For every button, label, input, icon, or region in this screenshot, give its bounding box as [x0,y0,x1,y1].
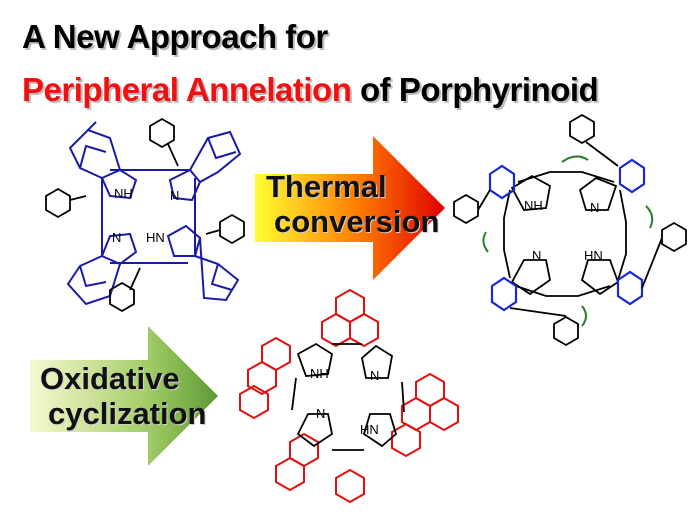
annelated-n-label-lower: N [316,406,325,421]
fused-benzo-rings [488,158,646,312]
title-line-1: A New Approach for [22,20,328,53]
annelated-hn-label: HN [360,422,379,437]
benzo-n-label-upper: N [590,200,599,215]
precursor-n-label-lower: N [112,230,121,245]
thermal-line-2: conversion [274,203,440,239]
benzo-hn-label: HN [584,248,603,263]
annelated-n-label-upper: N [370,368,379,383]
benzoporphyrin-core [503,171,627,297]
precursor-phenyl-groups [45,117,245,313]
annelated-porphyrin-structure: NH N N HN [239,288,459,504]
benzo-n-label-lower: N [532,248,541,263]
title-text: A New Approach for [22,18,328,55]
annelated-porphyrin-core [291,342,405,451]
precursor-nh-label: NH [114,186,133,201]
precursor-n-label-upper: N [170,188,179,203]
precursor-core [66,121,242,306]
title-highlight: Peripheral Annelation [22,71,352,108]
precursor-porphyrin-structure: NH N N HN [45,117,245,313]
thermal-conversion-label: Thermal conversion [266,169,440,239]
benzoporphyrin-phenyl-groups [453,113,687,347]
oxidative-cyclization-label: Oxidative cyclization [40,361,207,431]
benzo-nh-label: NH [524,198,543,213]
thermal-line-1: Thermal [266,169,387,204]
thermal-arrow [255,136,445,280]
title-rest: of Porphyrinoid [351,71,599,108]
oxidative-line-2: cyclization [48,395,207,431]
annelated-aromatic-framework [239,288,459,504]
title-line-2: Peripheral Annelation of Porphyrinoid [22,71,599,108]
phenyl-benzoporphyrin-structure: NH N N HN [453,113,687,347]
oxidative-line-1: Oxidative [40,361,180,396]
oxidative-arrow [30,326,218,466]
rotation-arrows [482,155,654,327]
precursor-hn-label: HN [146,230,165,245]
annelated-nh-label: NH [310,366,329,381]
